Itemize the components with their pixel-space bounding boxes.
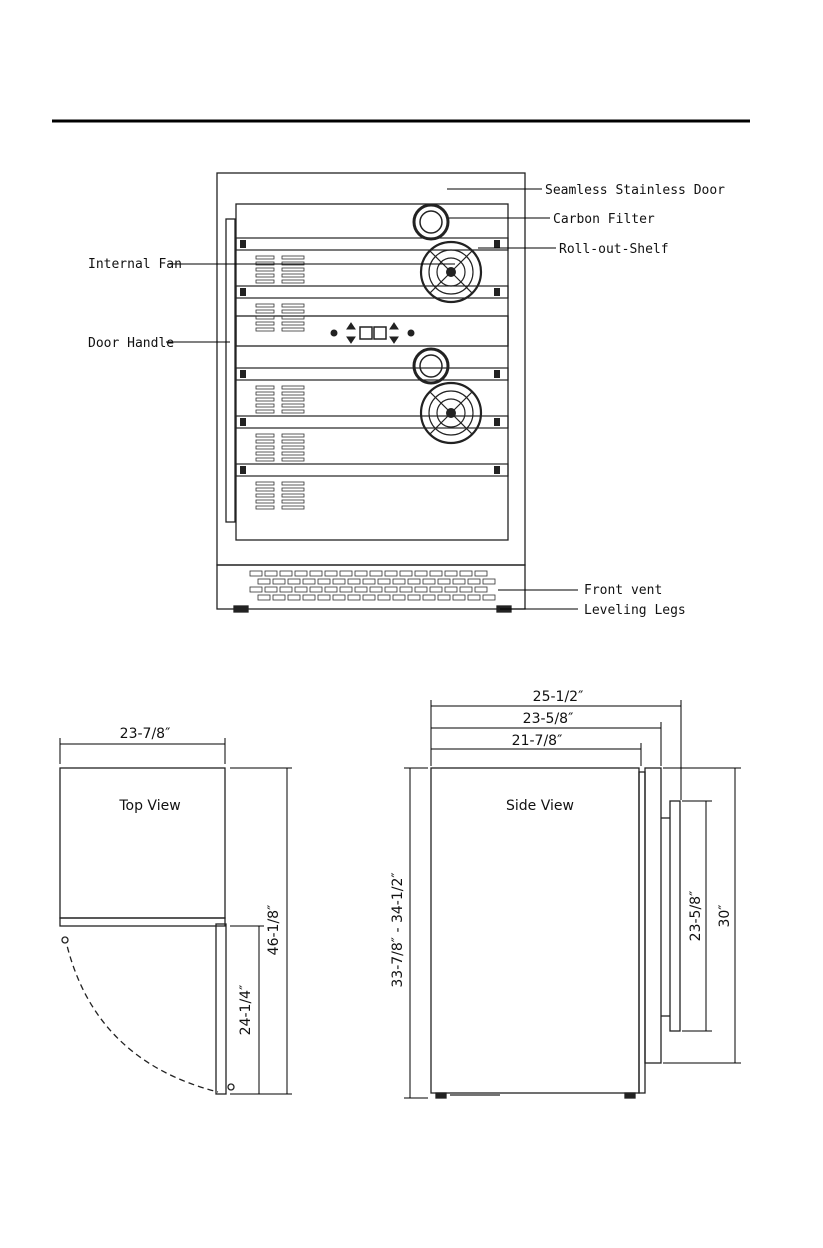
shelf-5 <box>236 464 508 509</box>
door-swing-arc <box>65 937 218 1092</box>
carbon-filter-lower <box>414 349 448 383</box>
callout-leveling-legs: Leveling Legs <box>584 603 686 618</box>
front-view <box>217 173 525 612</box>
side-view <box>431 768 680 1098</box>
callout-front-vent: Front vent <box>584 583 662 598</box>
dim-side-height: 33-7/8″ - 34-1/2″ <box>390 872 406 987</box>
side-view-cabinet <box>431 768 639 1093</box>
callout-door-handle: Door Handle <box>88 336 174 351</box>
hinge-right <box>228 1084 234 1090</box>
shelf-3 <box>236 368 508 413</box>
callout-internal-fan: Internal Fan <box>88 257 182 272</box>
side-leg-back <box>625 1093 635 1098</box>
dim-side-handle-length: 23-5/8″ <box>688 891 704 942</box>
callout-seamless-door: Seamless Stainless Door <box>545 183 725 198</box>
callout-roll-out-shelf: Roll-out-Shelf <box>559 242 669 257</box>
front-vent-grille <box>250 571 495 600</box>
dim-side-depth-overall: 25-1/2″ <box>533 689 584 705</box>
top-view-dimension-lines <box>60 738 292 1094</box>
callout-leaders <box>166 189 578 609</box>
top-view-cabinet <box>60 768 225 918</box>
side-view-door-edge <box>639 772 645 1093</box>
dim-side-depth-cabinet: 21-7/8″ <box>512 733 563 749</box>
callout-carbon-filter: Carbon Filter <box>553 212 655 227</box>
top-view <box>60 768 234 1094</box>
glass-panel <box>236 204 508 540</box>
leveling-leg-left <box>234 606 248 612</box>
dim-side-depth-handle: 23-5/8″ <box>523 711 574 727</box>
shelf-1 <box>236 238 508 283</box>
hinge-left <box>62 937 68 943</box>
side-view-door <box>645 768 661 1063</box>
dim-top-width: 23-7/8″ <box>120 726 171 742</box>
carbon-filter-upper <box>414 205 448 239</box>
side-view-label: Side View <box>506 798 574 814</box>
shelves <box>236 238 508 509</box>
top-view-door-open <box>216 924 226 1094</box>
dim-top-depth-open: 46-1/8″ <box>266 905 282 956</box>
dim-side-door-height: 30″ <box>717 904 733 927</box>
internal-fan-upper <box>421 242 481 302</box>
internal-fan-lower <box>421 383 481 443</box>
top-view-door-closed <box>60 918 225 926</box>
top-view-label: Top View <box>118 798 180 814</box>
shelf-2 <box>236 286 508 331</box>
side-view-handle <box>670 801 680 1031</box>
control-buttons <box>331 323 414 343</box>
dim-top-door-swing: 24-1/4″ <box>238 985 254 1036</box>
side-leg-front <box>436 1093 446 1098</box>
